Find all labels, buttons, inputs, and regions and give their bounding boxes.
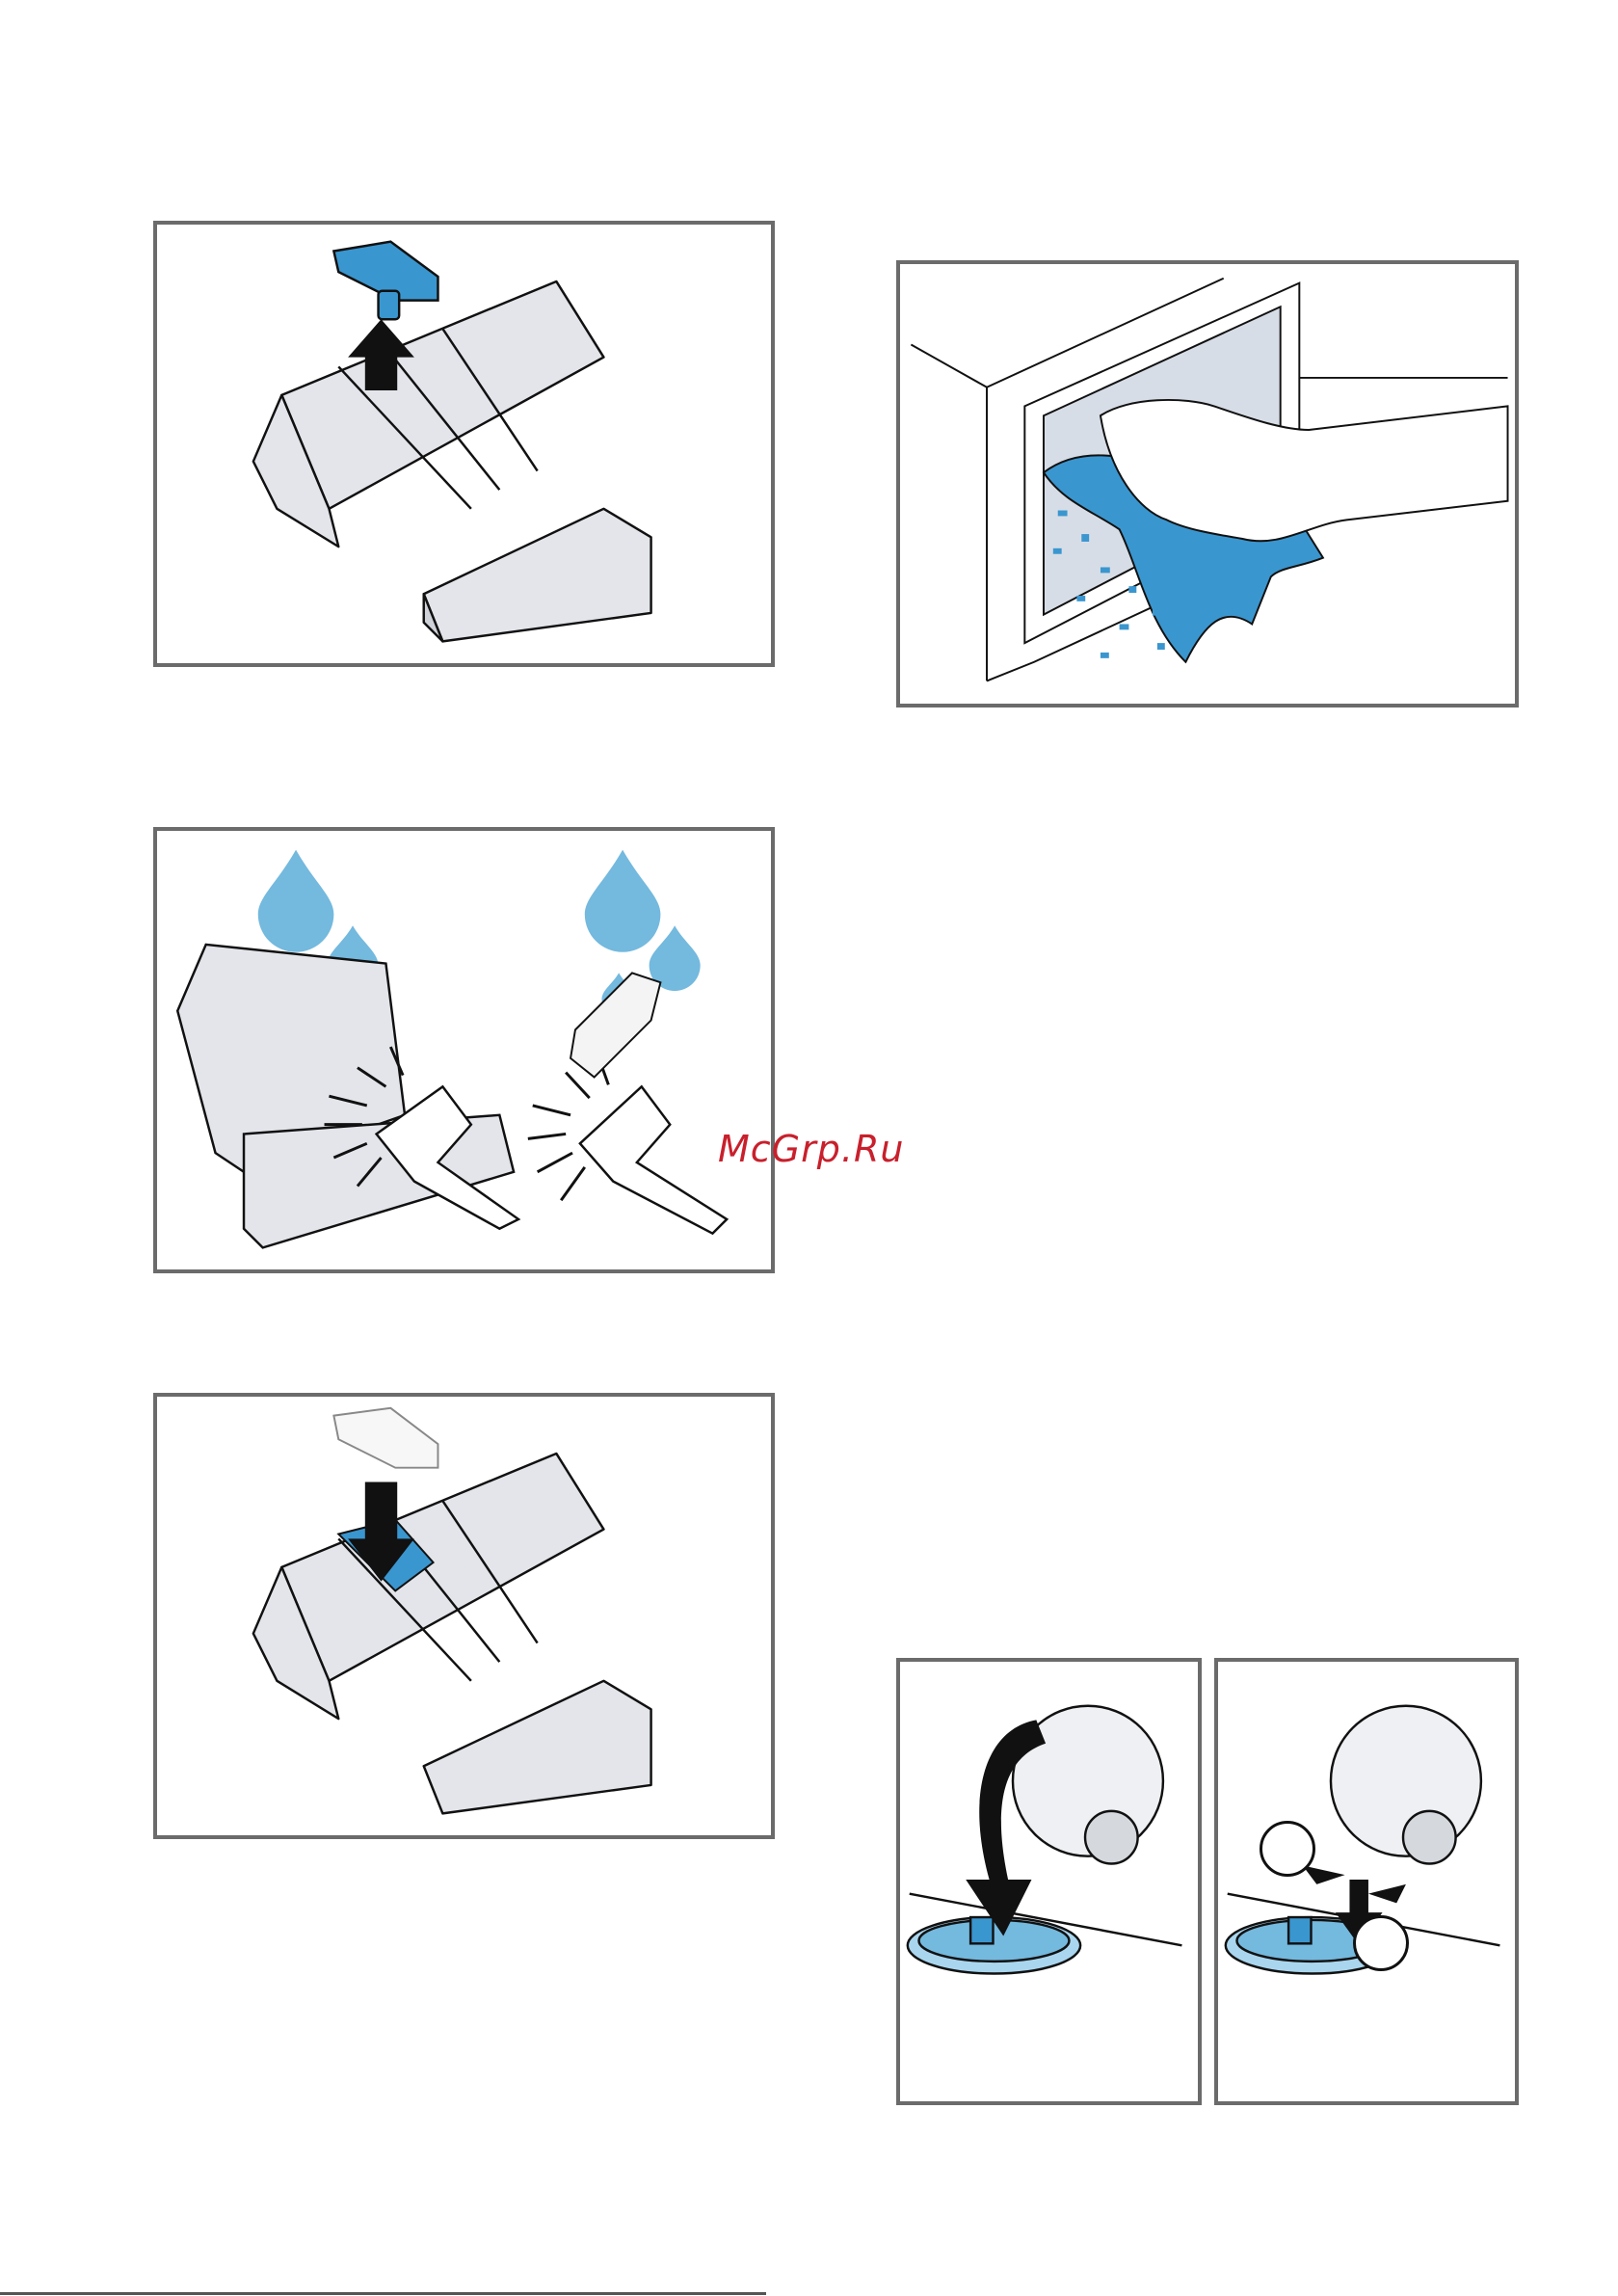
- figure-remove-insert: [153, 221, 775, 667]
- insert-icon: [333, 242, 438, 320]
- figure-clean-with-brush: [153, 827, 775, 1273]
- drawer-icon: [157, 225, 771, 663]
- figure-wipe-dispenser-housing: [896, 260, 1519, 707]
- figure-refit-insert: [153, 1393, 775, 1839]
- callout-marker-1: [1260, 1821, 1315, 1877]
- drawer-icon: [253, 1454, 651, 1813]
- insert-icon: [570, 973, 660, 1077]
- callout-marker-2: [1353, 1915, 1409, 1971]
- watermark-text: McGrp.Ru: [718, 1128, 904, 1170]
- figure-remove-cover: [1214, 1658, 1519, 2105]
- insert-icon: [333, 1408, 438, 1468]
- pump-cover-icon: [908, 1917, 1080, 1973]
- footer-divider: [0, 2292, 766, 2295]
- figure-open-cover: [896, 1658, 1202, 2105]
- brush-icon: [377, 1086, 728, 1233]
